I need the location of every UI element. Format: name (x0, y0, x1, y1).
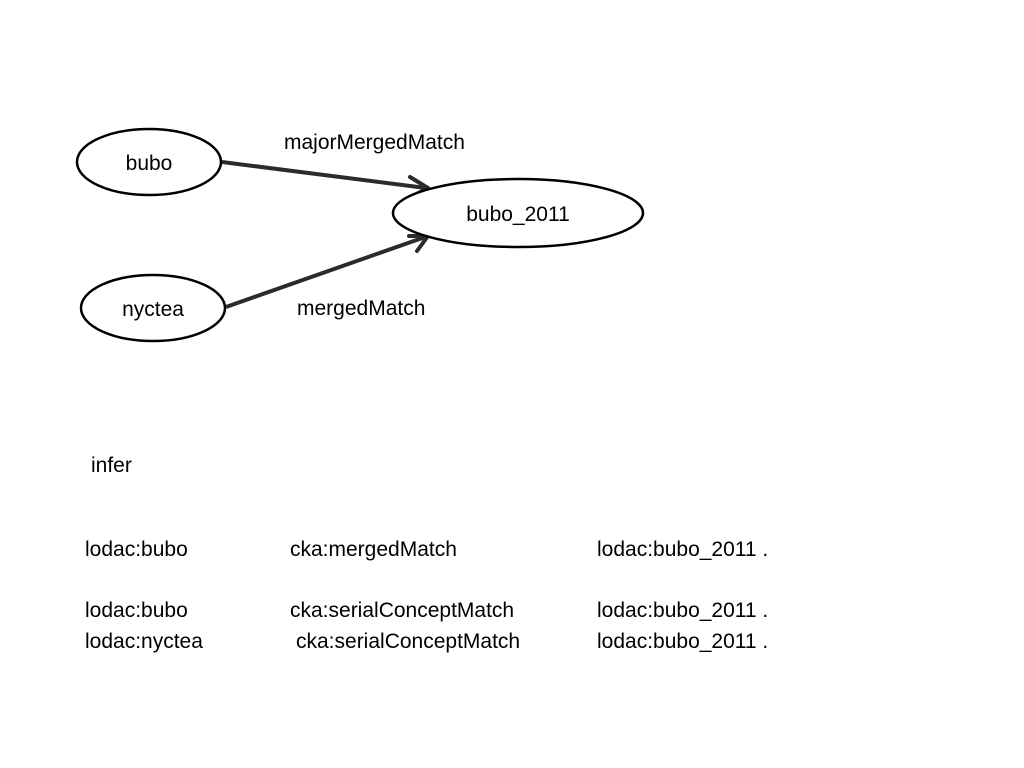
triple-object: lodac:bubo_2011 . (597, 599, 769, 622)
node-bubo-2011-shape (391, 177, 645, 249)
node-bubo-label: bubo (126, 152, 173, 175)
triple-predicate: cka:serialConceptMatch (290, 599, 515, 622)
triple-predicate: cka:serialConceptMatch (296, 630, 521, 653)
triple-object: lodac:bubo_2011 . (597, 630, 769, 653)
triple-subject: lodac:nyctea (85, 630, 203, 653)
node-nyctea: nyctea (79, 273, 227, 343)
infer-label: infer (91, 454, 132, 477)
edge-line-major-merged-match (221, 160, 427, 190)
edge-line-merged-match (225, 234, 429, 309)
node-bubo: bubo (75, 127, 223, 197)
node-nyctea-shape (79, 273, 227, 343)
edge-major-merged-match (221, 160, 430, 199)
triple-subject: lodac:bubo (85, 599, 188, 622)
edge-label-major-merged-match: majorMergedMatch (284, 131, 465, 154)
node-nyctea-label: nyctea (122, 298, 184, 321)
node-bubo-2011-label: bubo_2011 (466, 203, 570, 226)
triple-object: lodac:bubo_2011 . (597, 538, 769, 561)
edge-label-merged-match: mergedMatch (297, 297, 425, 320)
triple-subject: lodac:bubo (85, 538, 188, 561)
node-bubo-2011: bubo_2011 (391, 177, 645, 249)
node-bubo-shape (75, 127, 223, 197)
triple-predicate: cka:mergedMatch (290, 538, 457, 561)
